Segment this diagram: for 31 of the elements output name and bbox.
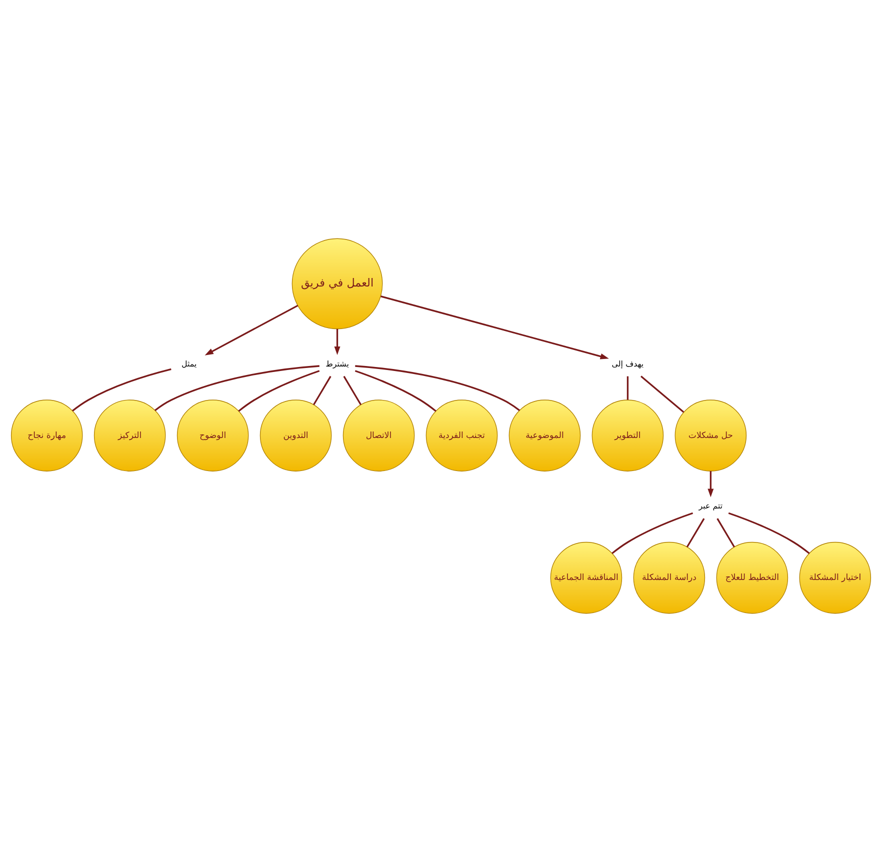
connector [72,368,172,411]
connector [154,364,320,411]
connector [640,375,684,412]
node-circle: التطوير [592,399,664,471]
node-circle: الوضوح [176,399,249,471]
arrow [708,470,714,497]
connector [354,370,436,412]
node-circle: التخطيط للعلاج [716,541,788,614]
connector [343,375,362,405]
node-circle: الموضوعية [508,399,581,471]
node-circle: مهارة نجاح [10,399,83,471]
connector [728,512,810,554]
node-circle: حل مشكلات [674,399,747,471]
node-circle: الاتصال [342,399,415,471]
connector [716,518,735,547]
connector [686,518,705,547]
node-circle: تجنب الفردية [426,399,498,471]
node-circle: العمل في فريق [292,238,383,329]
arrow [204,304,298,355]
node-circle: المناقشة الجماعية [550,541,622,614]
node-circle: التركيز [94,399,166,471]
arrow [334,328,340,355]
connector [355,364,520,411]
node-circle: اختيار المشكلة [799,541,872,614]
connector [238,370,320,412]
connector [313,375,332,405]
arrow [380,295,609,359]
connector [626,376,629,400]
node-circle: دراسة المشكلة [633,541,706,614]
node-circle: التدوين [260,399,332,471]
connector [612,512,694,554]
